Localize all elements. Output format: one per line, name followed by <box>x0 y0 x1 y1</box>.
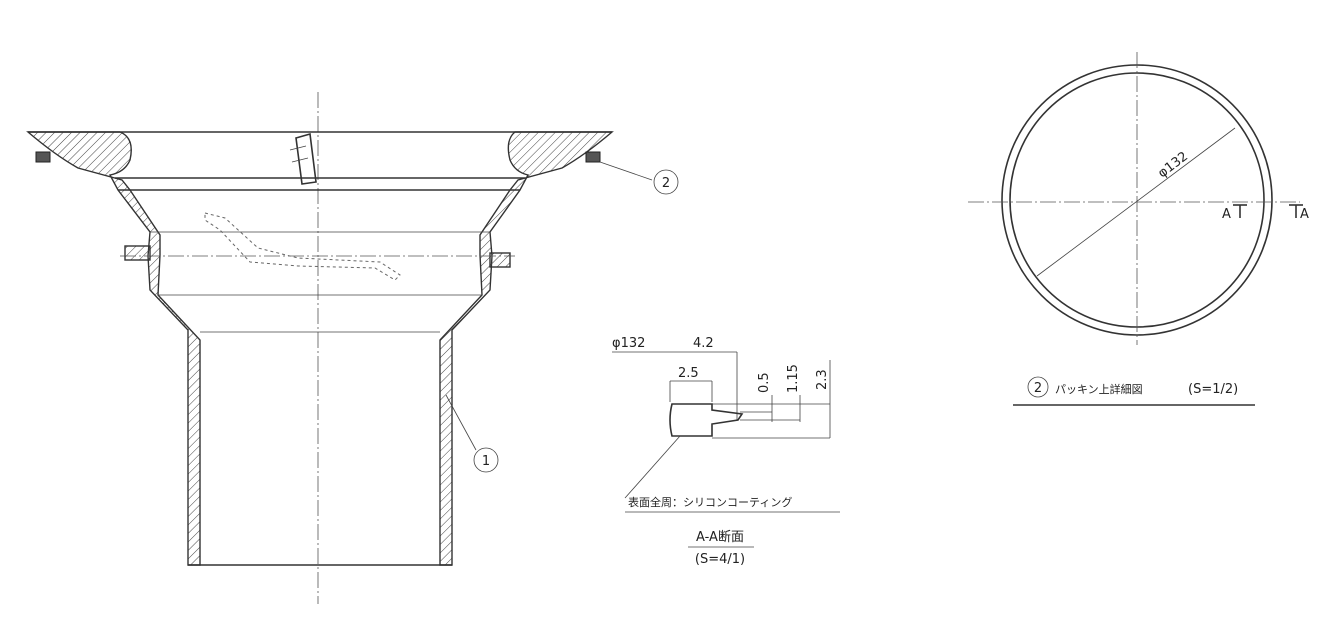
note-leader <box>624 435 681 499</box>
left-tab <box>124 245 151 261</box>
left-gasket <box>35 151 51 163</box>
caption-balloon-label: 2 <box>1034 381 1042 396</box>
caption-balloon <box>1027 376 1049 398</box>
slot-detail-lines <box>289 145 309 163</box>
dim-2-5: 2.5 <box>678 366 699 381</box>
diameter-line <box>1036 127 1236 277</box>
section-mark-right: A <box>1300 207 1309 222</box>
gasket-top-detail: φ132 A A 2 パッキン上詳細図 (S=1/2) <box>968 52 1309 406</box>
section-aa-detail: φ132 4.2 2.5 0.5 1.15 2.3 表面全周：シリコンコーティン… <box>612 336 840 567</box>
dim-0-5: 0.5 <box>757 372 772 393</box>
leader-1 <box>445 394 477 451</box>
dim-2-3: 2.3 <box>815 369 830 390</box>
right-gasket <box>585 151 601 163</box>
coating-note: 表面全周：シリコンコーティング <box>628 495 792 509</box>
leader-2 <box>599 161 653 181</box>
balloon-2-label: 2 <box>662 176 670 191</box>
right-wall-hatch <box>439 131 614 566</box>
balloon-2 <box>653 169 679 195</box>
funnel-section-view: 2 1 <box>26 92 679 604</box>
detail-caption: パッキン上詳細図 <box>1055 382 1143 396</box>
section-title: A-A断面 <box>696 530 744 545</box>
detail-scale: (S=1/2) <box>1188 382 1238 397</box>
left-wall-hatch <box>26 131 201 566</box>
section-scale: (S=4/1) <box>695 552 745 567</box>
gasket-profile <box>669 403 744 437</box>
right-tab <box>489 252 511 268</box>
dim-4-2: 4.2 <box>693 336 714 351</box>
slot-detail <box>295 132 317 185</box>
balloon-1 <box>473 447 499 473</box>
hidden-lever-outline <box>204 212 401 281</box>
balloon-1-label: 1 <box>482 454 490 469</box>
dim-diameter-132: φ132 <box>612 336 645 351</box>
section-mark-left: A <box>1222 207 1231 222</box>
dim-1-15: 1.15 <box>786 364 801 393</box>
